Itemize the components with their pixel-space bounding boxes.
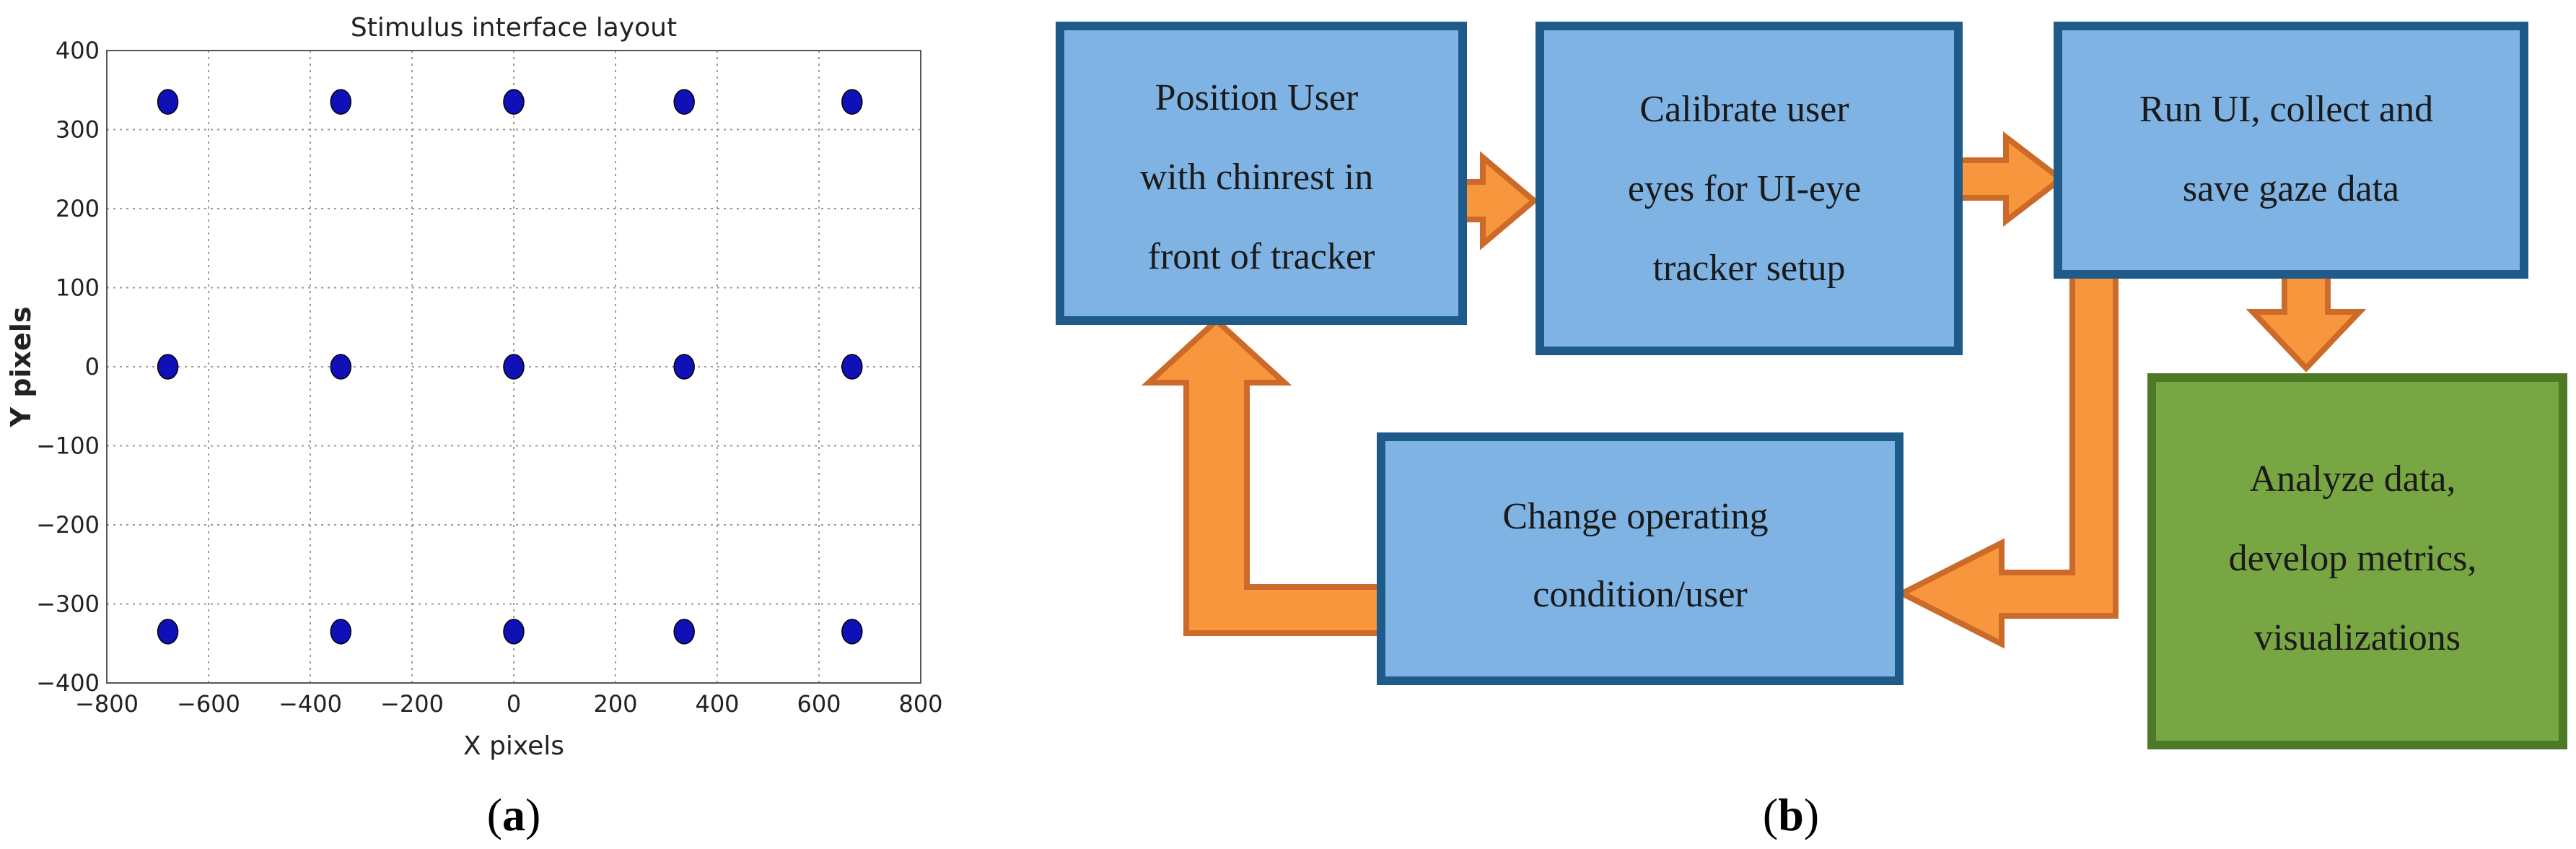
y-tick-label: −200	[36, 511, 100, 539]
data-point	[503, 89, 525, 115]
data-point	[503, 354, 525, 380]
x-tick-label: 400	[695, 690, 739, 718]
y-tick-label: −100	[36, 432, 100, 460]
x-axis-label: X pixels	[463, 731, 564, 761]
panel-label-a: (a)	[487, 789, 541, 840]
arrow-run-to-change	[1896, 270, 2119, 649]
x-tick-label: 200	[593, 690, 637, 718]
plot-frame	[106, 50, 921, 684]
data-point	[157, 619, 179, 645]
box-change-line-2: condition/user	[1533, 574, 1748, 615]
panel-label-b: (b)	[1763, 789, 1819, 840]
data-point	[157, 354, 179, 380]
box-run-line-2: save gaze data	[2183, 168, 2399, 209]
data-point	[503, 619, 525, 645]
grid-lines	[107, 51, 921, 683]
box-calibrate-line-2: eyes for UI-eye	[1628, 168, 1861, 209]
y-tick-label: 0	[85, 353, 100, 380]
box-analyze-line-1: Analyze data,	[2250, 458, 2456, 500]
data-point	[673, 89, 695, 115]
box-change-condition	[1377, 432, 1903, 685]
box-analyze-line-2: develop metrics,	[2229, 538, 2477, 579]
box-calibrate	[1535, 22, 1963, 355]
data-points	[157, 89, 863, 645]
box-change-line-1: Change operating	[1502, 496, 1768, 537]
box-calibrate-text: Calibrate user eyes for UI-eye tracker s…	[1628, 89, 1870, 289]
data-point	[673, 354, 695, 380]
panel-label-a-close: )	[525, 789, 540, 840]
box-analyze-line-3: visualizations	[2254, 617, 2461, 658]
panel-b-flowchart: Position User with chinrest in front of …	[1056, 22, 2567, 840]
x-tick-label: −800	[75, 690, 139, 718]
data-point	[330, 354, 352, 380]
x-tick-label: 0	[507, 690, 521, 718]
box-calibrate-line-1: Calibrate user	[1639, 89, 1849, 130]
y-tick-label: −300	[36, 591, 100, 618]
chart-title: Stimulus interface layout	[351, 13, 677, 43]
x-tick-labels: −800 −600 −400 −200 0 200 400 600 800	[75, 690, 942, 718]
x-tick-label: 600	[797, 690, 841, 718]
data-point	[841, 354, 863, 380]
arrow-calibrate-to-run	[1954, 131, 2066, 227]
x-tick-label: −200	[380, 690, 444, 718]
panel-label-b-open: (	[1763, 789, 1778, 840]
box-position-line-2: with chinrest in	[1140, 157, 1374, 198]
data-point	[330, 619, 352, 645]
y-tick-label: 200	[56, 195, 100, 222]
box-change-text: Change operating condition/user	[1502, 496, 1777, 615]
data-point	[673, 619, 695, 645]
x-tick-label: −600	[177, 690, 240, 718]
x-tick-label: −400	[279, 690, 342, 718]
x-tick-label: 800	[898, 690, 942, 718]
box-analyze-text: Analyze data, develop metrics, visualiza…	[2229, 458, 2487, 658]
panel-label-a-letter: a	[502, 789, 525, 840]
data-point	[841, 89, 863, 115]
box-position-user-text: Position User with chinrest in front of …	[1140, 77, 1383, 277]
box-position-line-1: Position User	[1155, 77, 1359, 118]
y-tick-label: 100	[56, 274, 100, 302]
data-point	[841, 619, 863, 645]
arrow-change-to-position	[1141, 316, 1383, 636]
box-position-user	[1056, 22, 1467, 325]
box-analyze-data	[2147, 373, 2567, 749]
box-position-line-3: front of tracker	[1148, 236, 1375, 277]
box-run-ui-text: Run UI, collect and save gaze data	[2139, 89, 2443, 209]
data-point	[330, 89, 352, 115]
box-run-ui	[2054, 22, 2528, 279]
panel-a-scatter: Stimulus interface layout −800 −600 −400 −2…	[5, 13, 943, 840]
y-tick-label: 400	[56, 37, 100, 64]
y-axis-label: Y pixels	[5, 307, 37, 428]
y-tick-label: −400	[36, 669, 100, 697]
box-calibrate-line-3: tracker setup	[1652, 248, 1845, 289]
data-point	[157, 89, 179, 115]
panel-label-b-close: )	[1804, 789, 1819, 840]
y-tick-label: 300	[56, 116, 100, 144]
box-run-line-1: Run UI, collect and	[2139, 89, 2433, 130]
y-tick-labels: 400 300 200 100 0 −100 −200 −300 −400	[36, 37, 100, 697]
panel-label-a-open: (	[487, 789, 502, 840]
panel-label-b-letter: b	[1778, 789, 1804, 840]
arrow-run-to-analyze	[2246, 266, 2367, 373]
